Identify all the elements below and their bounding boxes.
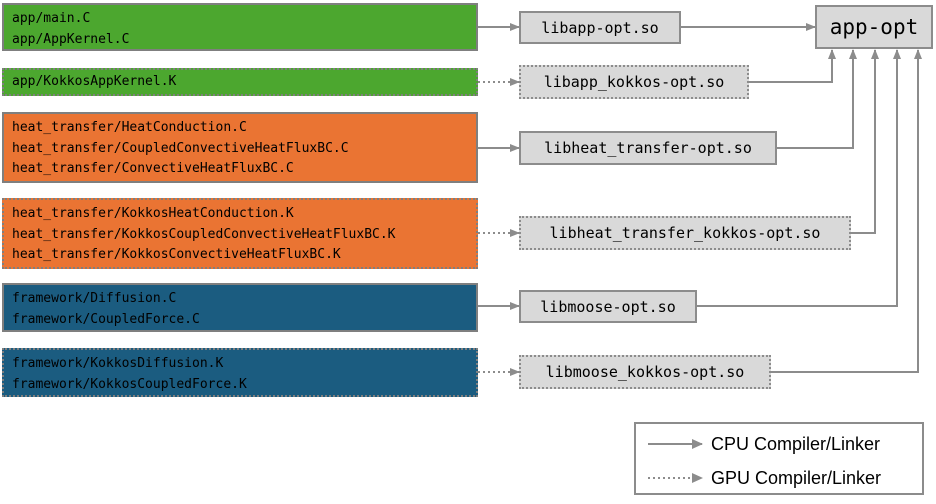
app-opt-box: app-opt bbox=[815, 5, 933, 49]
source-file: framework/KokkosCoupledForce.K bbox=[12, 376, 247, 392]
source-file: heat_transfer/KokkosHeatConduction.K bbox=[12, 206, 294, 221]
source-file: heat_transfer/HeatConduction.C bbox=[12, 120, 247, 135]
heat-transfer-kokkos-sources-box: heat_transfer/KokkosHeatConduction.K hea… bbox=[2, 198, 478, 269]
arrow-libmoosekokkos-to-app bbox=[771, 49, 922, 373]
libheat-transfer-kokkos-box: libheat_transfer_kokkos-opt.so bbox=[519, 216, 851, 250]
source-file: heat_transfer/KokkosCoupledConvectiveHea… bbox=[12, 226, 396, 242]
legend: CPU Compiler/Linker GPU Compiler/Linker bbox=[634, 422, 924, 495]
source-file: heat_transfer/ConvectiveHeatFluxBC.C bbox=[12, 161, 294, 176]
solid-arrow-icon bbox=[648, 439, 703, 449]
legend-cpu-label: CPU Compiler/Linker bbox=[711, 434, 881, 454]
source-file: heat_transfer/CoupledConvectiveHeatFluxB… bbox=[12, 140, 349, 156]
framework-kokkos-sources-box: framework/KokkosDiffusion.K framework/Ko… bbox=[2, 348, 478, 397]
source-file: app/AppKernel.C bbox=[12, 31, 130, 47]
libheat-transfer-box: libheat_transfer-opt.so bbox=[519, 131, 777, 165]
source-file: framework/Diffusion.C bbox=[12, 291, 177, 306]
legend-cpu: CPU Compiler/Linker bbox=[636, 432, 922, 458]
dotted-arrow-icon bbox=[648, 473, 703, 483]
source-file: framework/CoupledForce.C bbox=[12, 311, 200, 327]
framework-sources-box: framework/Diffusion.C framework/CoupledF… bbox=[2, 283, 478, 332]
arrow-libappkokkos-to-app bbox=[749, 49, 836, 83]
arrow-libheatkokkos-to-app bbox=[851, 49, 879, 234]
libapp-box: libapp-opt.so bbox=[519, 11, 681, 44]
source-file: heat_transfer/KokkosConvectiveHeatFluxBC… bbox=[12, 247, 341, 262]
source-file: app/main.C bbox=[12, 11, 91, 26]
libmoose-kokkos-box: libmoose_kokkos-opt.so bbox=[519, 355, 771, 389]
app-kokkos-sources-box: app/KokkosAppKernel.K bbox=[2, 68, 478, 96]
legend-gpu-label: GPU Compiler/Linker bbox=[711, 468, 882, 488]
heat-transfer-sources-box: heat_transfer/HeatConduction.C heat_tran… bbox=[2, 112, 478, 183]
libmoose-box: libmoose-opt.so bbox=[519, 290, 697, 323]
source-file: framework/KokkosDiffusion.K bbox=[12, 356, 224, 371]
libapp-kokkos-box: libapp_kokkos-opt.so bbox=[519, 65, 749, 99]
arrow-libmoose-to-app bbox=[697, 49, 901, 307]
source-file: app/KokkosAppKernel.K bbox=[12, 74, 177, 89]
arrow-libheat-to-app bbox=[777, 49, 857, 149]
legend-gpu: GPU Compiler/Linker bbox=[636, 466, 922, 492]
app-sources-box: app/main.C app/AppKernel.C bbox=[2, 3, 478, 51]
